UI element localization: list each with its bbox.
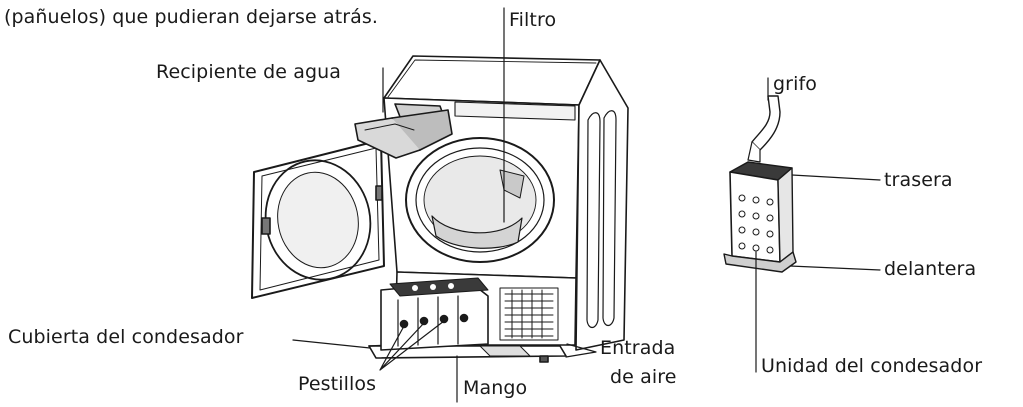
leader-entrada xyxy=(565,343,597,358)
label-pestillos: Pestillos xyxy=(298,373,377,395)
leader-delantera xyxy=(789,265,881,271)
label-trasera: trasera xyxy=(884,169,953,191)
side-ribs xyxy=(586,110,617,329)
label-filtro: Filtro xyxy=(509,9,557,31)
label-entrada: Entrada xyxy=(600,337,676,359)
dryer-illustration xyxy=(251,55,629,363)
dryer-top xyxy=(383,55,601,106)
leader-pestillos xyxy=(379,320,445,371)
label-delantera: delantera xyxy=(884,258,977,280)
label-mango: Mango xyxy=(463,377,528,399)
label-cubierta-del-condesador: Cubierta del condesador xyxy=(8,326,244,348)
dryer-side-panel xyxy=(575,59,629,351)
air-intake-grill xyxy=(499,287,559,341)
condenser-unit-detail xyxy=(678,95,797,273)
label-recipiente-de-agua: Recipiente de agua xyxy=(156,61,341,83)
intro-text: (pañuelos) que pudieran dejarse atrás. xyxy=(4,6,379,28)
label-unidad-del-condesador: Unidad del condesador xyxy=(761,355,983,377)
leader-cubierta xyxy=(292,339,371,349)
leader-trasera xyxy=(791,174,881,181)
leader-lines xyxy=(292,7,881,403)
label-grifo: grifo xyxy=(773,73,817,95)
tap-pipe xyxy=(751,95,781,151)
water-container-drawer xyxy=(354,103,453,159)
condenser-unit-in-dryer xyxy=(380,277,489,351)
label-de-aire: de aire xyxy=(610,366,677,388)
